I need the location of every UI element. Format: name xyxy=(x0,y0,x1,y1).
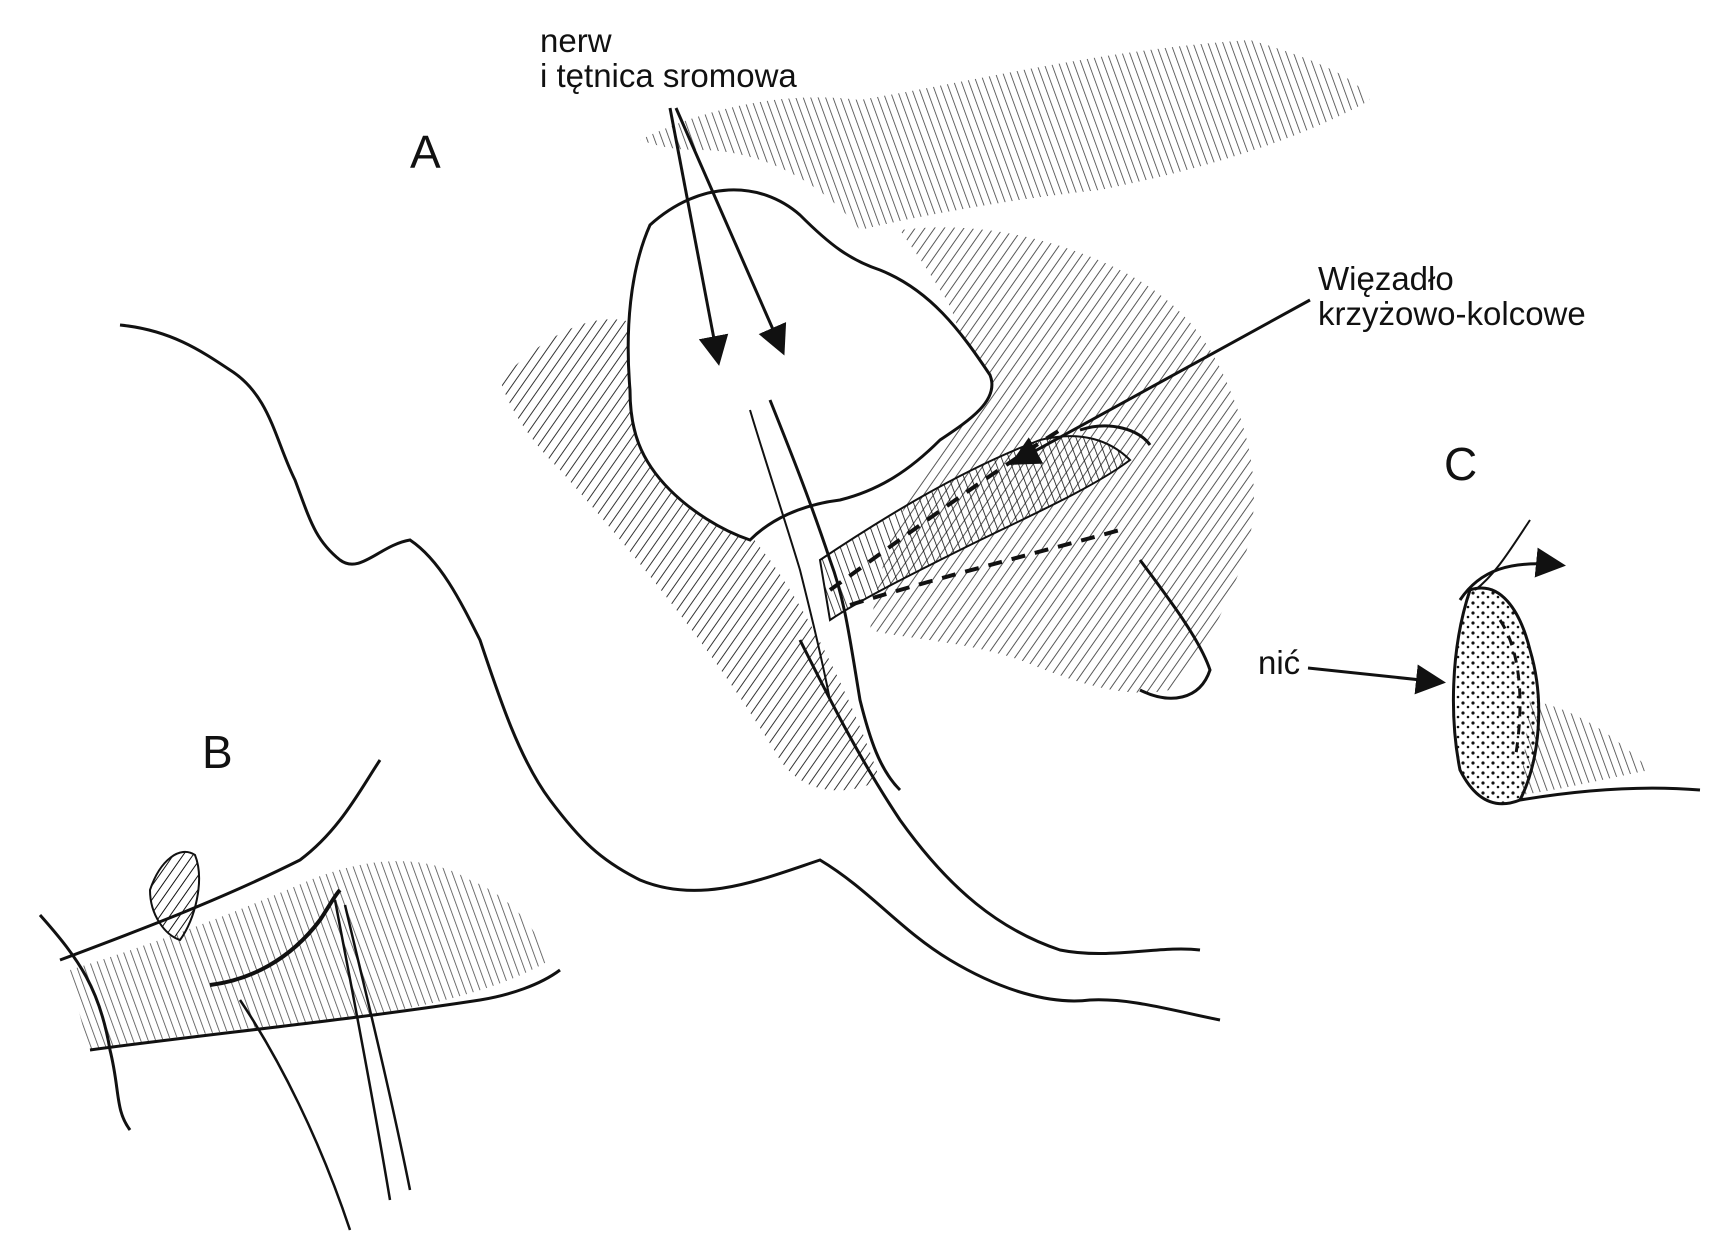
ligament-dashed-line-2 xyxy=(849,528,1121,607)
nerve-arrow-2 xyxy=(674,107,787,356)
panel-b-bottom-edge xyxy=(89,968,561,1052)
panel-c-thread xyxy=(1458,547,1566,601)
pudendal-vessel-1 xyxy=(768,399,902,792)
panel-b-needle xyxy=(209,888,342,987)
shaded-muscle-left xyxy=(500,319,880,791)
panel-b-forceps-2 xyxy=(333,899,392,1201)
nerve-arrow-1 xyxy=(668,107,729,366)
panel-b-cut-tissue xyxy=(148,850,201,942)
ligament-label: Więzadło krzyżowo-kolcowe xyxy=(1318,260,1586,332)
panel-c-base xyxy=(1519,786,1701,802)
panel-label-a: A xyxy=(410,126,441,178)
nerve-label-line1: nerw xyxy=(540,22,612,59)
ligament-arrow xyxy=(1009,298,1311,465)
suture-label: nić xyxy=(1258,644,1301,681)
panel-b-forceps-1 xyxy=(238,999,352,1231)
ischial-spine xyxy=(1138,559,1212,700)
panel-b-shaded xyxy=(70,861,550,1050)
nerve-label-line2: i tętnica sromowa xyxy=(540,56,797,94)
panel-a-drawing xyxy=(119,40,1370,1022)
pudendal-vessel-2 xyxy=(749,409,831,701)
sciatic-foramen xyxy=(626,188,994,542)
panel-c-shade xyxy=(1520,700,1650,795)
leader-arrows xyxy=(668,107,1446,695)
panel-label-c: C xyxy=(1444,438,1478,490)
ligament-label-line1: Więzadło xyxy=(1318,260,1454,297)
suture-arrow xyxy=(1307,664,1446,695)
panel-c-inner xyxy=(1498,619,1522,761)
panel-b-tissue-top xyxy=(59,759,382,962)
ligament-label-line2: krzyżowo-kolcowe xyxy=(1318,294,1586,332)
pelvis-outer-contour xyxy=(119,323,1221,1022)
shaded-ridge-top xyxy=(640,40,1370,230)
panel-c-drawing xyxy=(1451,519,1701,806)
panel-b-forceps-3 xyxy=(343,904,412,1191)
nerve-artery-label: nerw i tętnica sromowa xyxy=(540,22,797,94)
panel-label-b: B xyxy=(202,726,233,778)
bone-detail-stroke xyxy=(1079,424,1152,446)
sacrospinous-ligament xyxy=(818,435,1132,622)
panel-c-outline xyxy=(1474,519,1531,591)
panel-b-drawing xyxy=(38,759,561,1231)
